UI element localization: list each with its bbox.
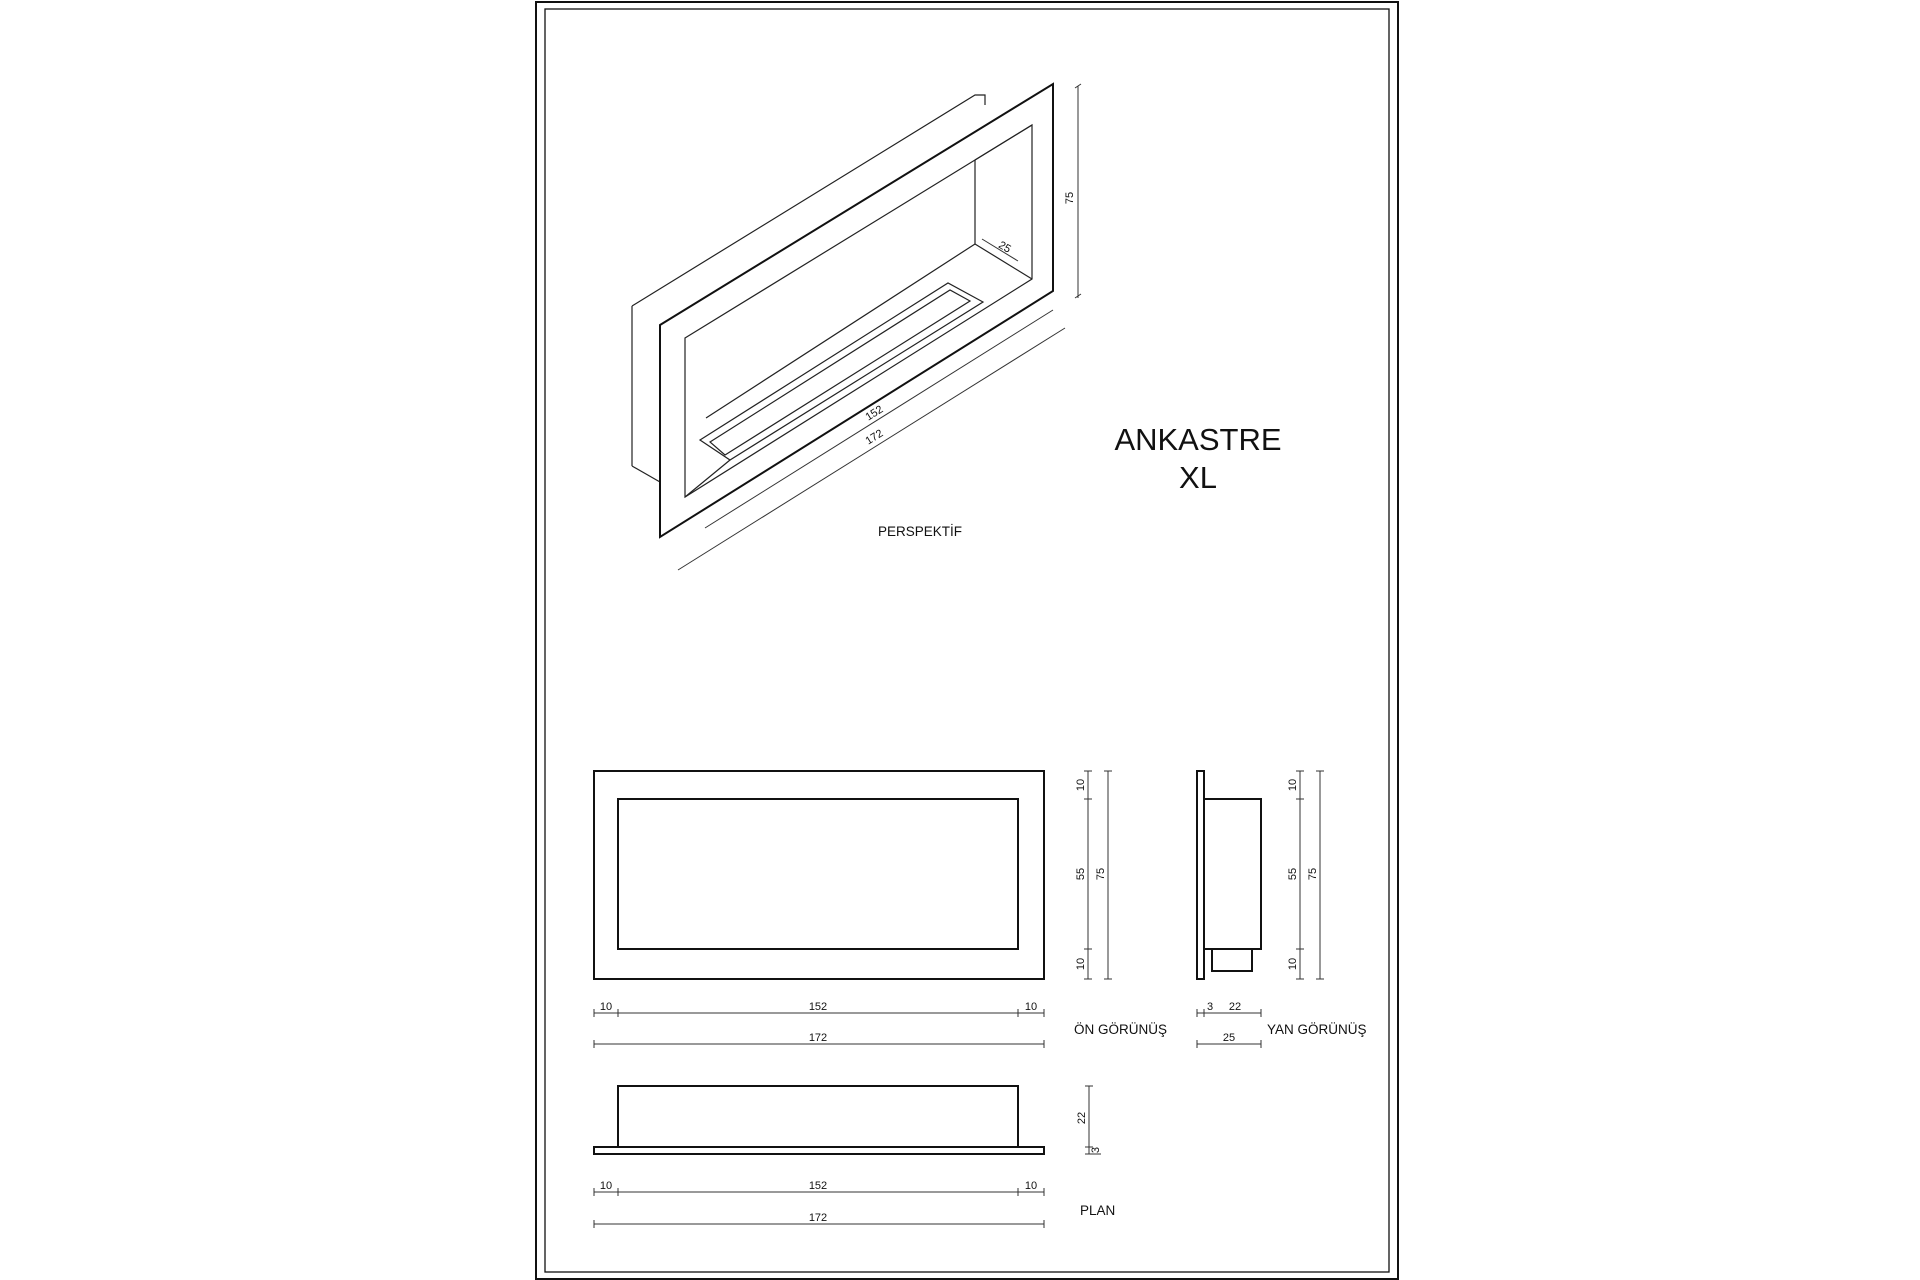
side-bottom-border-dim: 10: [1287, 958, 1299, 970]
side-view-dimensions: 3 22 25 10 55 10 75: [1196, 770, 1324, 1048]
side-flange-dim: 3: [1207, 1001, 1213, 1013]
plan-label: PLAN: [1080, 1203, 1115, 1218]
persp-depth-dim: 25: [996, 239, 1013, 256]
front-inner-width-dim: 152: [809, 1001, 827, 1013]
persp-outer-width-dim: 172: [863, 428, 885, 448]
sheet-border: [535, 1, 1399, 1280]
front-view-label: ÖN GÖRÜNÜŞ: [1074, 1022, 1167, 1037]
front-inner-height-dim: 55: [1075, 868, 1087, 880]
front-overall-height-dim: 75: [1095, 868, 1107, 880]
plan-view: [593, 1085, 1045, 1155]
front-view: [593, 770, 1045, 980]
plan-dimensions: 10 152 10 172 22 3: [593, 1085, 1102, 1228]
product-title-line1: ANKASTRE: [1114, 422, 1281, 457]
product-title-line2: XL: [1179, 460, 1217, 495]
plan-body-depth-dim: 22: [1076, 1112, 1088, 1124]
front-left-border-dim: 10: [600, 1001, 612, 1013]
plan-overall-width-dim: 172: [809, 1212, 827, 1224]
side-top-border-dim: 10: [1287, 779, 1299, 791]
front-overall-width-dim: 172: [809, 1032, 827, 1044]
plan-left-border-dim: 10: [600, 1180, 612, 1192]
front-bottom-border-dim: 10: [1075, 958, 1087, 970]
front-view-dimensions: 10 152 10 172 10 55 10 75: [593, 770, 1112, 1048]
side-inner-height-dim: 55: [1287, 868, 1299, 880]
perspective-label: PERSPEKTİF: [878, 524, 962, 539]
side-overall-depth-dim: 25: [1223, 1032, 1235, 1044]
plan-flange-dim: 3: [1090, 1147, 1102, 1153]
front-right-border-dim: 10: [1025, 1001, 1037, 1013]
plan-right-border-dim: 10: [1025, 1180, 1037, 1192]
side-overall-height-dim: 75: [1307, 868, 1319, 880]
front-top-border-dim: 10: [1075, 779, 1087, 791]
persp-height-dim: 75: [1064, 192, 1076, 204]
plan-inner-width-dim: 152: [809, 1180, 827, 1192]
side-body-depth-dim: 22: [1229, 1001, 1241, 1013]
side-view-label: YAN GÖRÜNÜŞ: [1267, 1022, 1367, 1037]
side-view: [1196, 770, 1262, 980]
perspective-view: [631, 82, 1054, 539]
